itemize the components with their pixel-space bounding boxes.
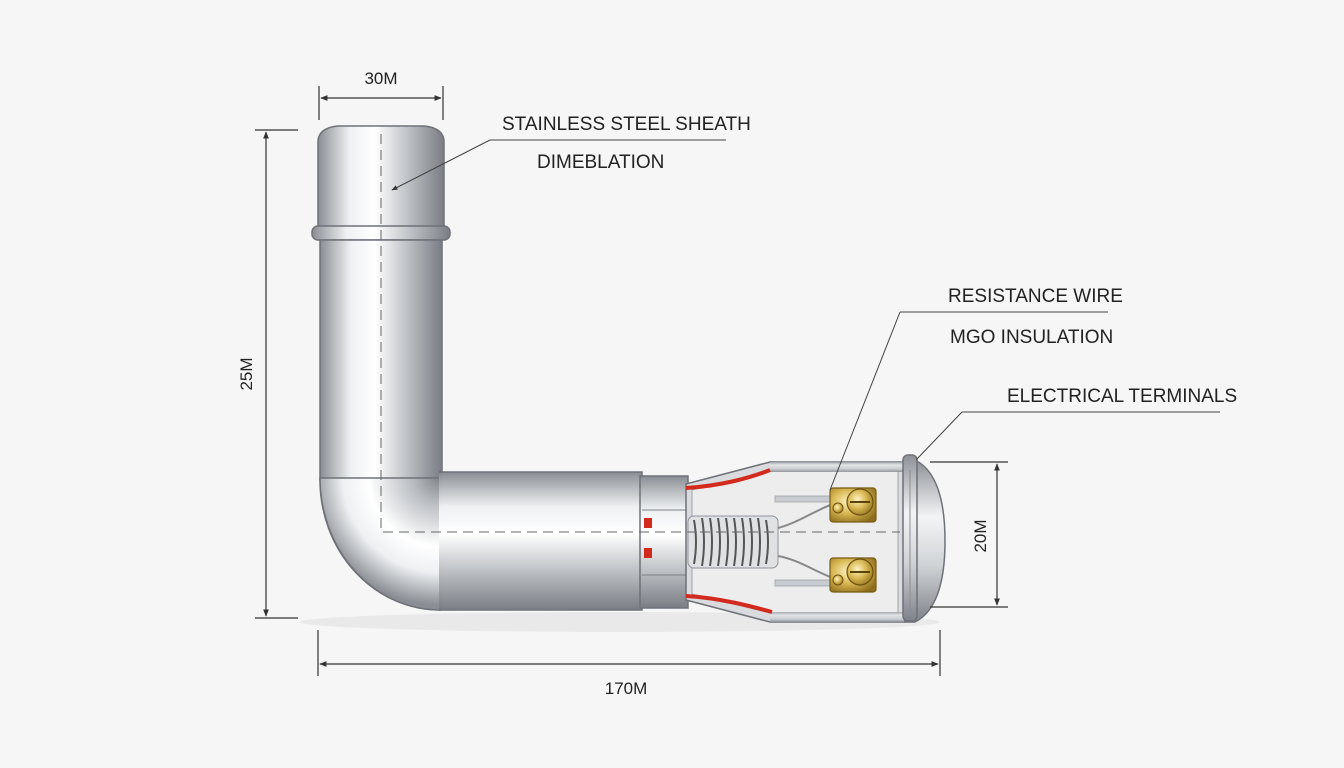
ferrule bbox=[639, 475, 689, 609]
dim-top-width: 30M bbox=[318, 69, 444, 120]
label-mgo-insulation: MGO INSULATION bbox=[950, 327, 1113, 348]
electrical-terminal-bottom bbox=[829, 557, 877, 593]
centerline-pipe bbox=[380, 134, 700, 533]
callout-electrical-terminals: ELECTRICAL TERMINALS bbox=[915, 386, 1237, 461]
electrical-terminal-top bbox=[829, 487, 877, 523]
callout-sheath: STAINLESS STEEL SHEATH DIMEBLATION bbox=[391, 114, 751, 191]
stainless-steel-sheath bbox=[311, 125, 689, 611]
label-resistance-wire: RESISTANCE WIRE bbox=[948, 286, 1123, 307]
dim-height-label: 25M bbox=[237, 357, 256, 390]
callout-resistance-wire: RESISTANCE WIRE MGO INSULATION bbox=[829, 286, 1123, 491]
dim-height: 25M bbox=[237, 129, 298, 619]
dim-length: 170M bbox=[317, 630, 941, 698]
dim-length-label: 170M bbox=[605, 679, 648, 698]
dim-end-diameter-label: 20M bbox=[971, 519, 990, 552]
label-electrical-terminals: ELECTRICAL TERMINALS bbox=[1007, 386, 1237, 407]
dim-top-width-label: 30M bbox=[364, 69, 397, 88]
end-cap bbox=[902, 454, 946, 623]
label-dimeblation: DIMEBLATION bbox=[537, 152, 664, 173]
label-stainless-steel-sheath: STAINLESS STEEL SHEATH bbox=[502, 114, 751, 135]
dim-end-diameter: 20M bbox=[930, 461, 1008, 608]
red-lead-wires bbox=[644, 468, 773, 614]
